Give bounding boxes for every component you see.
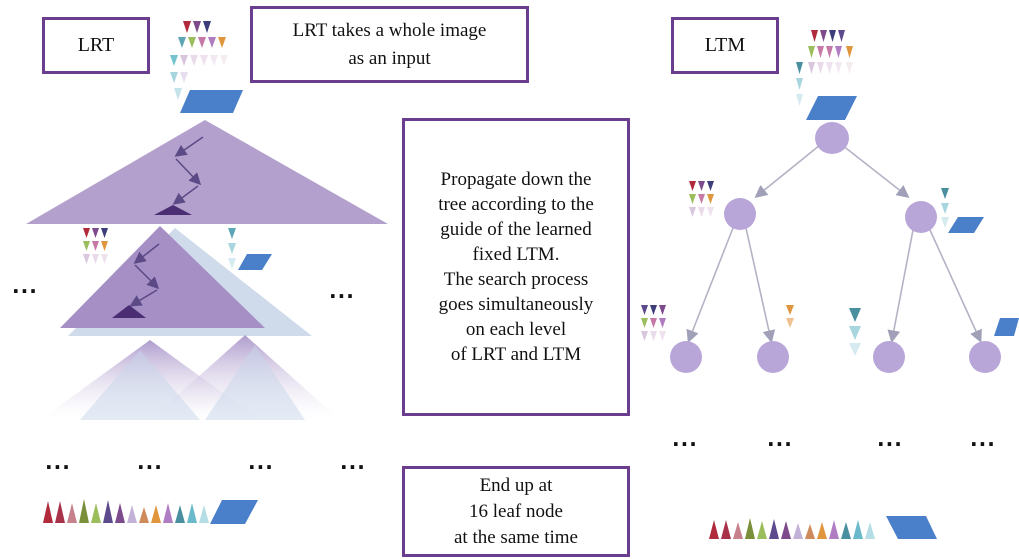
ltm-leaf-ellipsis-3: ... xyxy=(877,427,903,451)
lrt-level2-selected-cell xyxy=(112,305,146,318)
lrt-root-selected-cell xyxy=(154,205,192,215)
lrt-leaf-ellipsis-4: ... xyxy=(340,450,366,474)
ltm-level1-image-patch xyxy=(948,217,984,233)
ltm-level1-left-feature-icons xyxy=(689,181,714,217)
end-note-text: End up at 16 leaf node at the same time xyxy=(454,474,578,548)
ltm-leaf-image-patch xyxy=(886,516,937,539)
lrt-level2-search-path xyxy=(129,243,160,307)
lrt-leaf-ellipsis-3: ... xyxy=(248,450,274,474)
ltm-node-level1-right xyxy=(905,201,937,233)
ltm-level2-feature-icons xyxy=(641,305,1019,356)
propagate-note-text: Propagate down the tree according to the… xyxy=(438,169,594,365)
end-note-box: End up at 16 leaf node at the same time xyxy=(402,466,630,557)
lrt-level2-image-patch xyxy=(238,254,272,270)
lrt-leaf-ellipsis-2: ... xyxy=(137,450,163,474)
ltm-top-image-patch xyxy=(806,96,857,120)
lrt-leaf-ellipsis-1: ... xyxy=(45,450,71,474)
input-note-text: LRT takes a whole image as an input xyxy=(292,19,487,69)
propagate-note-box: Propagate down the tree according to the… xyxy=(402,118,630,416)
lrt-top-image-patch xyxy=(180,90,243,113)
lrt-level2-pyramid xyxy=(60,226,265,328)
ltm-leaf-ellipsis-2: ... xyxy=(767,427,793,451)
ltm-tree-edges xyxy=(686,144,982,344)
lrt-level2-left-ellipsis: ... xyxy=(12,274,38,298)
ltm-node-level1-left xyxy=(724,198,756,230)
ltm-leaf-ellipsis-4: ... xyxy=(970,427,996,451)
lrt-level2-right-ellipsis: ... xyxy=(329,279,355,303)
lrt-label-box: LRT xyxy=(42,17,150,74)
lrt-top-feature-icons xyxy=(170,21,243,113)
input-note-box: LRT takes a whole image as an input xyxy=(250,6,529,83)
ltm-node-level2-3 xyxy=(873,341,905,373)
lrt-level2-right-feature-icons xyxy=(228,228,272,270)
lrt-leaf-image-patch xyxy=(210,500,258,524)
ltm-node-level2-1 xyxy=(670,341,702,373)
ltm-leaf-feature-strip xyxy=(709,516,937,539)
ltm-node-level2-2 xyxy=(757,341,789,373)
lrt-level2-left-feature-icons xyxy=(83,228,108,264)
ltm-label-box: LTM xyxy=(671,17,779,74)
ltm-leaf-ellipsis-1: ... xyxy=(672,427,698,451)
ltm-node-level2-4 xyxy=(969,341,1001,373)
lrt-level3-pyramids xyxy=(40,335,340,420)
ltm-level1-right-feature-icons xyxy=(941,188,984,233)
lrt-root-pyramid xyxy=(26,120,388,224)
lrt-leaf-feature-strip xyxy=(43,499,258,524)
ltm-root-node xyxy=(815,122,849,154)
ltm-level2-image-patch xyxy=(994,318,1019,336)
lrt-label: LRT xyxy=(77,34,115,56)
ltm-label: LTM xyxy=(704,34,746,56)
ltm-top-feature-icons xyxy=(796,30,857,120)
lrt-root-search-path xyxy=(172,136,204,205)
